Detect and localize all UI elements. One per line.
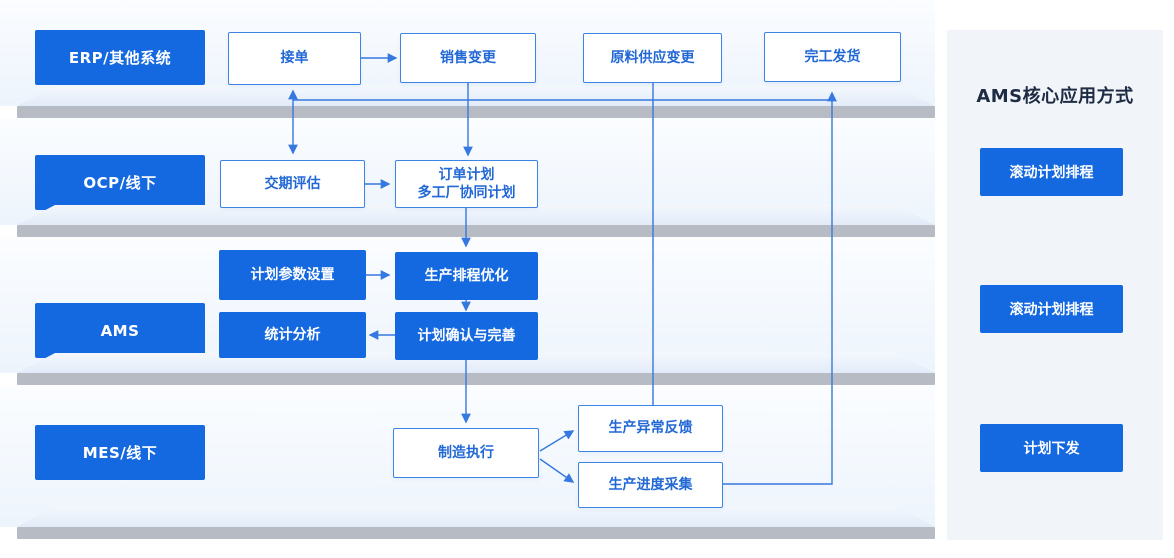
node-production-exception-feedback: 生产异常反馈 xyxy=(578,405,723,452)
node-order-receiving: 接单 xyxy=(228,32,361,85)
node-order-plan-multi-factory: 订单计划 多工厂协同计划 xyxy=(395,160,538,208)
node-sales-change: 销售变更 xyxy=(400,33,536,83)
separator-shelf-top-3 xyxy=(17,353,935,373)
node-completion-shipment: 完工发货 xyxy=(764,32,901,82)
panel-node-plan-dispatch: 计划下发 xyxy=(980,424,1123,472)
node-production-progress-collection: 生产进度采集 xyxy=(578,462,723,508)
side-panel: AMS核心应用方式 滚动计划排程滚动计划排程计划下发 xyxy=(947,30,1163,540)
separator-bar-1 xyxy=(17,106,935,118)
separator-shelf-top-1 xyxy=(17,86,935,106)
separator-bar-4 xyxy=(17,527,935,539)
lane-erp: ERP/其他系统 xyxy=(35,30,205,85)
node-production-scheduling-optimization: 生产排程优化 xyxy=(395,252,538,300)
separator-bar-2 xyxy=(17,225,935,237)
node-material-supply-change: 原料供应变更 xyxy=(583,33,722,83)
panel-node-rolling-plan-scheduling-1: 滚动计划排程 xyxy=(980,148,1123,196)
side-panel-title: AMS核心应用方式 xyxy=(976,86,1134,107)
node-plan-parameter-setting: 计划参数设置 xyxy=(219,250,366,300)
node-statistical-analysis: 统计分析 xyxy=(219,312,366,358)
node-manufacturing-execution: 制造执行 xyxy=(393,428,539,478)
separator-bar-3 xyxy=(17,373,935,385)
node-delivery-evaluation: 交期评估 xyxy=(220,160,365,208)
lane-mes: MES/线下 xyxy=(35,425,205,480)
node-plan-confirmation-improvement: 计划确认与完善 xyxy=(395,312,538,360)
lane-ocp: OCP/线下 xyxy=(35,155,205,210)
separator-shelf-top-4 xyxy=(17,506,935,527)
separator-shelf-top-2 xyxy=(17,205,935,225)
panel-node-rolling-plan-scheduling-2: 滚动计划排程 xyxy=(980,285,1123,333)
lane-ams: AMS xyxy=(35,303,205,358)
